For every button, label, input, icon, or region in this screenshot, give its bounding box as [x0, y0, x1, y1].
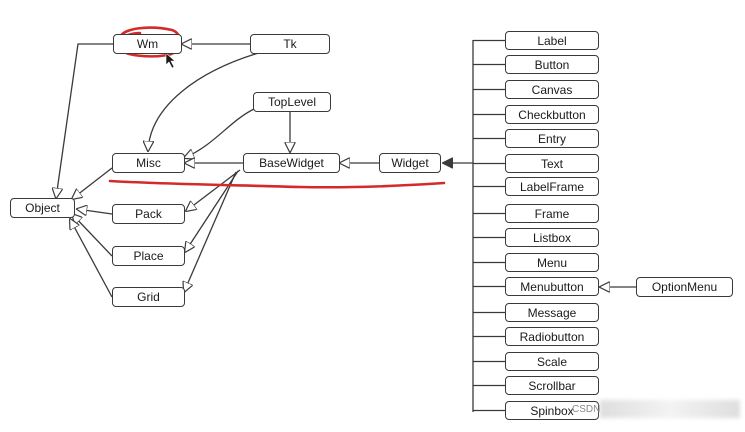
- node-text: Text: [505, 154, 599, 173]
- node-basewidget: BaseWidget: [243, 153, 340, 173]
- node-optionmenu: OptionMenu: [636, 277, 733, 297]
- node-labelframe: LabelFrame: [505, 177, 599, 196]
- widget-bus-stubs: [473, 39, 505, 412]
- node-grid: Grid: [112, 287, 185, 307]
- node-spinbox: Spinbox: [505, 401, 599, 420]
- blurred-watermark-area: [600, 400, 740, 418]
- node-object: Object: [10, 198, 75, 218]
- csdn-watermark: CSDN: [572, 404, 601, 415]
- node-misc: Misc: [112, 153, 185, 173]
- node-wm: Wm: [113, 34, 182, 54]
- node-scrollbar: Scrollbar: [505, 376, 599, 395]
- node-toplevel: TopLevel: [253, 92, 331, 112]
- edge-wm-object: [56, 43, 113, 198]
- node-checkbutton: Checkbutton: [505, 105, 599, 124]
- node-canvas: Canvas: [505, 80, 599, 99]
- mouse-cursor-icon: [165, 52, 176, 69]
- node-entry: Entry: [505, 129, 599, 148]
- node-listbox: Listbox: [505, 228, 599, 247]
- node-frame: Frame: [505, 204, 599, 223]
- node-pack: Pack: [112, 204, 185, 224]
- node-place: Place: [112, 246, 185, 266]
- node-radiobutton: Radiobutton: [505, 327, 599, 346]
- edge-basewidget-grid: [184, 171, 237, 292]
- node-label: Label: [505, 31, 599, 50]
- node-message: Message: [505, 303, 599, 322]
- edge-misc-object: [72, 167, 113, 199]
- node-scale: Scale: [505, 352, 599, 371]
- edge-basewidget-pack: [186, 169, 241, 211]
- red-underline-annotation: [108, 179, 446, 189]
- edge-toplevel-misc: [184, 107, 257, 158]
- edge-grid-object: [70, 219, 113, 298]
- node-widget: Widget: [379, 153, 441, 173]
- edge-tk-misc: [148, 51, 263, 151]
- node-menubutton: Menubutton: [505, 277, 599, 296]
- node-menu: Menu: [505, 253, 599, 272]
- node-tk: Tk: [250, 34, 330, 54]
- node-button: Button: [505, 55, 599, 74]
- edge-pack-object: [77, 209, 113, 214]
